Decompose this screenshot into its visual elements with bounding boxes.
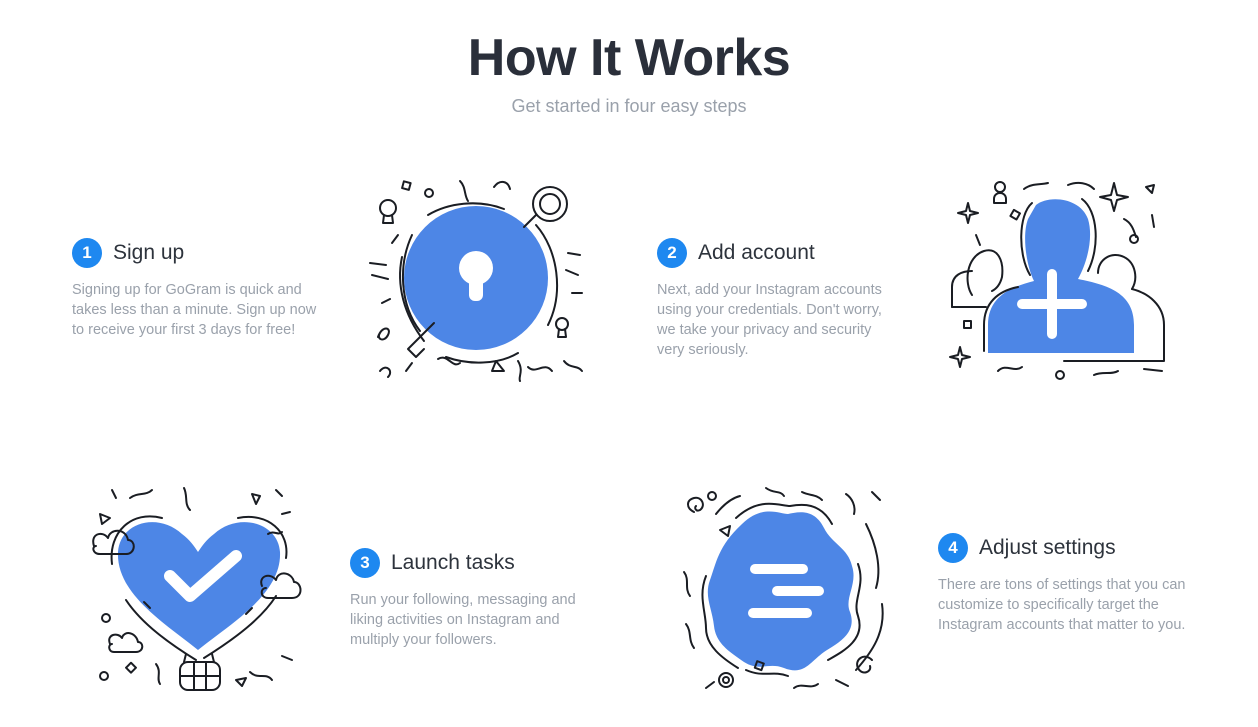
keyhole-lock-icon — [368, 175, 584, 385]
step-description: Next, add your Instagram accounts using … — [657, 282, 882, 358]
step-title: Add account — [698, 241, 815, 264]
step-description: Signing up for GoGram is quick and takes… — [72, 282, 317, 338]
step-number-badge: 4 — [938, 533, 968, 563]
step-title: Launch tasks — [391, 551, 515, 574]
page-title: How It Works — [467, 29, 791, 87]
step-title: Adjust settings — [979, 536, 1116, 559]
step-sign-up: 1 Sign up Signing up for GoGram is quick… — [72, 237, 327, 340]
step-adjust-settings: 4 Adjust settings There are tons of sett… — [938, 532, 1188, 635]
step-description: Run your following, messaging and liking… — [350, 592, 576, 648]
settings-gear-icon — [676, 484, 890, 696]
step-number-badge: 1 — [72, 238, 102, 268]
step-description: There are tons of settings that you can … — [938, 577, 1186, 633]
step-add-account: 2 Add account Next, add your Instagram a… — [657, 237, 902, 360]
step-launch-tasks: 3 Launch tasks Run your following, messa… — [350, 547, 590, 650]
step-title: Sign up — [113, 241, 185, 264]
heart-balloon-check-icon — [86, 484, 310, 696]
page-subtitle: Get started in four easy steps — [511, 96, 747, 116]
step-number-badge: 3 — [350, 548, 380, 578]
add-user-icon — [948, 175, 1172, 385]
step-number-badge: 2 — [657, 238, 687, 268]
